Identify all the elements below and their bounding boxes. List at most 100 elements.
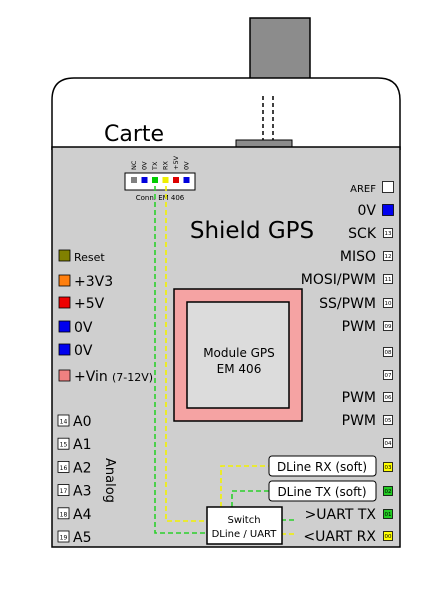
switch-line2: DLine / UART [212, 529, 278, 540]
digital-pin-box [383, 347, 393, 357]
analog-label: Analog [102, 458, 117, 503]
digital-pin-number: 01 [385, 512, 392, 518]
digital-pin-box [383, 298, 393, 308]
shield-title: Shield GPS [190, 218, 314, 244]
digital-pin-box [383, 438, 393, 448]
digital-pin-number: 11 [385, 277, 392, 283]
digital-pin-label: PWM [342, 413, 376, 429]
digital-pin-number: 10 [385, 301, 392, 307]
digital-pin-box [383, 392, 393, 402]
connector-caption: Conn. EM 406 [136, 194, 185, 202]
analog-pin-box [57, 507, 70, 520]
digital-pin-number: 05 [385, 418, 392, 424]
power-pin-label: +3V3 [74, 274, 113, 290]
gps-module-line2: EM 406 [217, 362, 262, 376]
green-wire-dline-tx [231, 490, 269, 507]
connector-pin-label: NC [130, 160, 138, 170]
power-pin [58, 369, 71, 382]
connector-base [235, 139, 293, 148]
digital-pin-label: MISO [340, 249, 376, 265]
connector-pin [131, 177, 137, 183]
green-wire-tx [154, 186, 210, 534]
digital-pin-box [383, 509, 393, 519]
analog-pin-label: A5 [73, 530, 91, 546]
power-pin-label: 0V [74, 343, 93, 359]
yellow-wire-dline-rx [220, 465, 269, 507]
connector-pin-label: +5V [172, 155, 180, 170]
analog-pin-label: A0 [73, 414, 91, 430]
analog-pin-number: 19 [60, 535, 68, 542]
digital-pin-number: 09 [385, 324, 392, 330]
digital-pin-label: AREF [350, 184, 376, 195]
digital-pin-box [382, 204, 394, 216]
dline-rx-label: DLine RX (soft) [277, 460, 367, 474]
power-pin [58, 320, 71, 333]
gps-module-line1: Module GPS [203, 346, 275, 360]
connector-pin-label: TX [151, 161, 159, 171]
analog-pin-box [57, 414, 70, 427]
connector-pin [152, 177, 158, 183]
digital-pin-number: 04 [385, 441, 392, 447]
analog-pin-label: A1 [73, 437, 91, 453]
analog-pin-number: 16 [60, 465, 68, 472]
power-pin-label: +5V [74, 296, 105, 312]
digital-pin-number: 07 [385, 373, 392, 379]
connector-pin [162, 177, 169, 183]
digital-pin-label: 0V [358, 203, 377, 219]
digital-pin-label: SCK [348, 226, 377, 242]
digital-pin-box [383, 531, 393, 541]
connector-pin [141, 177, 148, 183]
power-pin [58, 249, 71, 262]
power-pin-label: Reset [74, 251, 105, 264]
analog-pin-box [57, 530, 70, 543]
dline-tx-box [268, 480, 377, 502]
shield-board [51, 146, 401, 548]
connector-pin [183, 177, 190, 183]
digital-pin-label: >UART TX [305, 507, 377, 523]
digital-pin-label: MOSI/PWM [301, 272, 376, 288]
analog-pin-number: 17 [60, 488, 68, 495]
digital-pin-number: 03 [385, 465, 392, 471]
analog-pin-label: A2 [73, 460, 91, 476]
analog-pin-label: A3 [73, 484, 91, 500]
dline-rx-box [268, 455, 377, 477]
digital-pin-number: 12 [385, 254, 392, 260]
yellow-wire-rx [165, 186, 210, 522]
connector-pin-label: RX [162, 160, 170, 170]
analog-pin-box [57, 460, 70, 473]
dline-tx-label: DLine TX (soft) [277, 485, 366, 499]
power-pin-label: 0V [74, 320, 93, 336]
digital-pin-box [383, 462, 393, 472]
connector-pin-label: 0V [183, 161, 191, 170]
digital-pin-box [383, 321, 393, 331]
digital-pin-box [383, 274, 393, 284]
analog-pin-number: 15 [60, 442, 68, 449]
connector-pin [173, 177, 179, 183]
digital-pin-number: 00 [385, 534, 392, 540]
connector-pin-label: 0V [141, 161, 149, 170]
power-pin-label: +Vin [74, 369, 108, 385]
digital-pin-number: 06 [385, 395, 392, 401]
carte-label: Carte [104, 122, 164, 147]
digital-pin-label: PWM [342, 319, 376, 335]
analog-pin-label: A4 [73, 507, 92, 523]
switch-box [206, 506, 283, 545]
wires [154, 186, 295, 535]
carte-outline [51, 77, 401, 150]
digital-pin-label: <UART RX [303, 529, 376, 545]
digital-pin-number: 02 [385, 489, 392, 495]
digital-pin-label: PWM [342, 390, 376, 406]
digital-pin-box [383, 415, 393, 425]
power-pin-sublabel: (7-12V) [112, 371, 153, 384]
digital-pin-box [383, 251, 393, 261]
analog-pin-box [57, 484, 70, 497]
power-pin [58, 274, 71, 287]
analog-pin-box [57, 437, 70, 450]
digital-pin-box [383, 486, 393, 496]
analog-pin-number: 14 [60, 419, 68, 426]
switch-line1: Switch [227, 515, 260, 526]
digital-pin-number: 13 [385, 231, 392, 237]
digital-pin-number: 08 [385, 350, 392, 356]
